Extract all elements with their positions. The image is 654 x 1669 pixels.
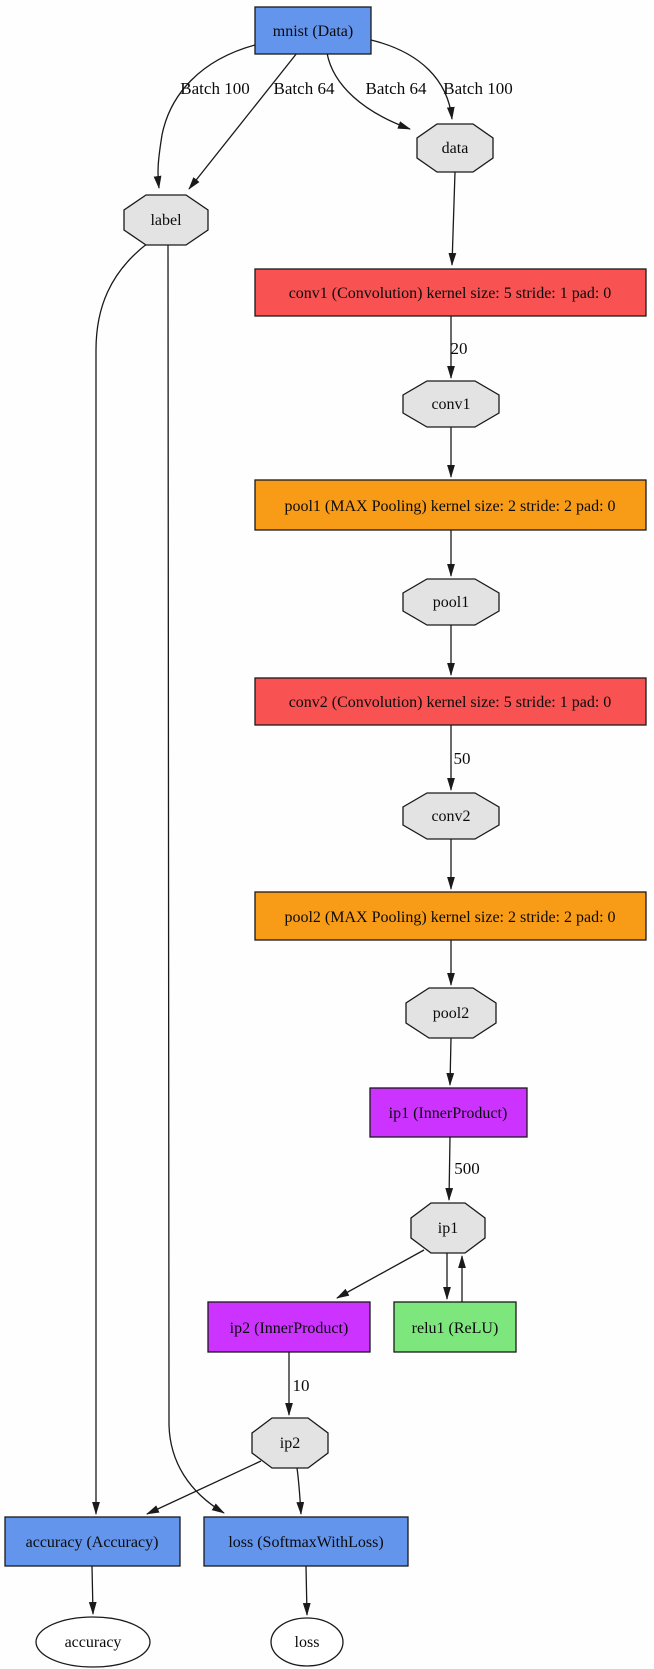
node-pool1-layer: pool1 (MAX Pooling) kernel size: 2 strid… [254, 479, 647, 531]
ip2-blob-octagon [251, 1417, 329, 1469]
pool2-layer-box [254, 891, 647, 941]
edge-mnist-to-label-batch100 [153, 44, 256, 189]
ip1-layer-label: ip1 (InnerProduct) [389, 1105, 508, 1122]
edge-label-ip2-out-10: 10 [293, 1376, 310, 1395]
conv2-blob-octagon [402, 792, 500, 840]
edge-ip2-blob-to-accuracy-layer [146, 1460, 262, 1515]
accuracy-layer-label: accuracy (Accuracy) [26, 1534, 159, 1551]
edge-label-batch100-left: Batch 100 [180, 79, 249, 98]
pool1-layer-box [254, 479, 647, 531]
relu1-layer-box [393, 1301, 517, 1353]
loss-layer-box [203, 1516, 409, 1567]
loss-blob-label: loss [295, 1634, 320, 1651]
edge-label-batch100-right: Batch 100 [443, 79, 512, 98]
node-conv1-layer: conv1 (Convolution) kernel size: 5 strid… [254, 268, 647, 317]
edge-mnist-to-data-batch64 [326, 52, 411, 130]
accuracy-blob-label: accuracy [65, 1634, 122, 1651]
accuracy-layer-box [4, 1516, 181, 1567]
edge-label-blob-to-loss-layer [167, 244, 225, 1514]
edge-ip1-layer-to-ip1-blob [445, 1136, 454, 1201]
node-loss-layer: loss (SoftmaxWithLoss) [203, 1516, 409, 1567]
conv2-layer-label: conv2 (Convolution) kernel size: 5 strid… [289, 694, 612, 711]
edge-label-conv2-out-50: 50 [454, 749, 471, 768]
data-blob-label: data [442, 140, 469, 157]
node-ip2-blob: ip2 [251, 1417, 329, 1469]
edge-label-batch64-left: Batch 64 [274, 79, 335, 98]
ip2-blob-label: ip2 [280, 1435, 300, 1452]
pool1-layer-label: pool1 (MAX Pooling) kernel size: 2 strid… [284, 498, 615, 515]
node-accuracy-blob: accuracy [35, 1616, 151, 1668]
pool2-blob-octagon [405, 987, 497, 1039]
node-label-blob: label [123, 194, 209, 246]
edge-pool2-blob-to-ip1-layer [446, 1037, 455, 1086]
edge-label-blob-to-accuracy-layer [92, 242, 149, 1515]
ip1-blob-octagon [410, 1202, 486, 1254]
edge-label-conv1-out-20: 20 [451, 339, 468, 358]
edge-mnist-to-label-batch64 [188, 52, 298, 190]
loss-blob-ellipse [270, 1617, 344, 1667]
node-data-blob: data [416, 123, 494, 173]
ip1-blob-label: ip1 [438, 1220, 458, 1237]
relu1-layer-label: relu1 (ReLU) [412, 1320, 499, 1337]
node-pool2-layer: pool2 (MAX Pooling) kernel size: 2 strid… [254, 891, 647, 941]
node-loss-blob: loss [270, 1617, 344, 1667]
node-ip2-layer: ip2 (InnerProduct) [207, 1301, 371, 1353]
mnist-layer-box [254, 6, 372, 55]
edge-ip2-blob-to-loss-layer [296, 1467, 305, 1515]
edge-label-batch64-right: Batch 64 [366, 79, 427, 98]
node-conv2-layer: conv2 (Convolution) kernel size: 5 strid… [254, 677, 647, 726]
ip1-layer-box [369, 1087, 528, 1138]
ip2-layer-label: ip2 (InnerProduct) [230, 1320, 349, 1337]
edge-mnist-to-data-batch100 [370, 39, 455, 120]
mnist-layer-label: mnist (Data) [273, 23, 353, 40]
pool2-blob-label: pool2 [433, 1005, 469, 1022]
edge-accuracy-layer-to-accuracy-blob [88, 1565, 97, 1615]
conv1-layer-label: conv1 (Convolution) kernel size: 5 strid… [289, 285, 612, 302]
data-blob-octagon [416, 123, 494, 173]
node-pool1-blob: pool1 [402, 578, 500, 626]
node-pool2-blob: pool2 [405, 987, 497, 1039]
edge-label-ip1-out-500: 500 [454, 1159, 480, 1178]
node-mnist-data-layer: mnist (Data) [254, 6, 372, 55]
node-relu1-layer: relu1 (ReLU) [393, 1301, 517, 1353]
node-accuracy-layer: accuracy (Accuracy) [4, 1516, 181, 1567]
label-blob-octagon [123, 194, 209, 246]
edge-data-to-conv1-layer [448, 171, 457, 266]
edge-loss-layer-to-loss-blob [302, 1565, 311, 1616]
node-conv1-blob: conv1 [402, 380, 500, 428]
pool2-layer-label: pool2 (MAX Pooling) kernel size: 2 strid… [284, 909, 615, 926]
pool1-blob-label: pool1 [433, 594, 469, 611]
loss-layer-label: loss (SoftmaxWithLoss) [228, 1534, 383, 1551]
conv1-blob-octagon [402, 380, 500, 428]
label-blob-label: label [150, 212, 182, 229]
conv1-layer-box [254, 268, 647, 317]
ip2-layer-box [207, 1301, 371, 1353]
conv2-blob-label: conv2 [431, 808, 470, 825]
node-conv2-blob: conv2 [402, 792, 500, 840]
pool1-blob-octagon [402, 578, 500, 626]
conv1-blob-label: conv1 [431, 396, 470, 413]
node-ip1-blob: ip1 [410, 1202, 486, 1254]
node-ip1-layer: ip1 (InnerProduct) [369, 1087, 528, 1138]
edge-ip1-blob-to-ip2-layer [336, 1249, 425, 1299]
conv2-layer-box [254, 677, 647, 726]
accuracy-blob-ellipse [35, 1616, 151, 1668]
